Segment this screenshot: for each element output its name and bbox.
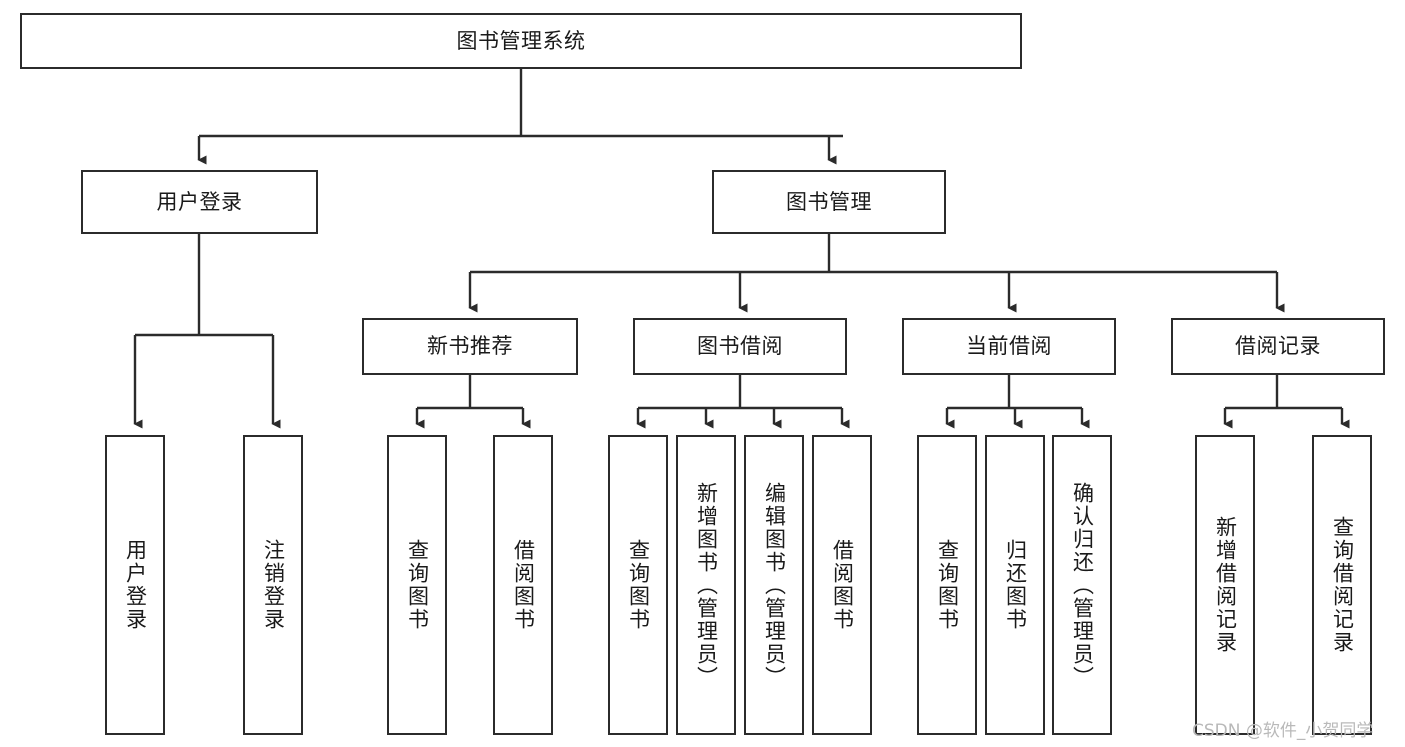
node-book-borrow-label: 图书借阅 <box>697 334 783 359</box>
node-borrow-record[interactable]: 借阅记录 <box>1171 318 1385 375</box>
node-leaf-add-book-label: 新增图书（管理员） <box>694 481 719 689</box>
node-leaf-borrow-book-1[interactable]: 借阅图书 <box>493 435 553 735</box>
node-leaf-logout-login-label: 注销登录 <box>261 539 286 631</box>
node-leaf-query-book-2-label: 查询图书 <box>626 539 651 631</box>
node-leaf-add-book[interactable]: 新增图书（管理员） <box>676 435 736 735</box>
node-leaf-add-record-label: 新增借阅记录 <box>1213 516 1238 654</box>
node-leaf-query-record[interactable]: 查询借阅记录 <box>1312 435 1372 735</box>
node-leaf-user-login[interactable]: 用户登录 <box>105 435 165 735</box>
node-leaf-query-book-1[interactable]: 查询图书 <box>387 435 447 735</box>
node-leaf-user-login-label: 用户登录 <box>123 539 148 631</box>
node-new-book-recommend-label: 新书推荐 <box>427 334 513 359</box>
node-leaf-return-book[interactable]: 归还图书 <box>985 435 1045 735</box>
node-leaf-query-book-3-label: 查询图书 <box>935 539 960 631</box>
node-leaf-edit-book-label: 编辑图书（管理员） <box>762 481 787 689</box>
node-root[interactable]: 图书管理系统 <box>20 13 1022 69</box>
node-current-borrow-label: 当前借阅 <box>966 334 1052 359</box>
csdn-watermark: CSDN @软件_小贺同学 <box>1192 721 1374 741</box>
node-leaf-add-record[interactable]: 新增借阅记录 <box>1195 435 1255 735</box>
node-user-login-label: 用户登录 <box>156 189 243 214</box>
node-user-login[interactable]: 用户登录 <box>81 170 318 234</box>
node-leaf-borrow-book-2[interactable]: 借阅图书 <box>812 435 872 735</box>
node-leaf-query-record-label: 查询借阅记录 <box>1330 516 1355 654</box>
node-leaf-query-book-1-label: 查询图书 <box>405 539 430 631</box>
node-borrow-record-label: 借阅记录 <box>1235 334 1321 359</box>
node-leaf-query-book-2[interactable]: 查询图书 <box>608 435 668 735</box>
node-book-manage[interactable]: 图书管理 <box>712 170 946 234</box>
node-leaf-query-book-3[interactable]: 查询图书 <box>917 435 977 735</box>
node-leaf-logout-login[interactable]: 注销登录 <box>243 435 303 735</box>
node-leaf-confirm-return-label: 确认归还（管理员） <box>1070 481 1095 689</box>
node-leaf-borrow-book-2-label: 借阅图书 <box>830 539 855 631</box>
node-leaf-edit-book[interactable]: 编辑图书（管理员） <box>744 435 804 735</box>
node-root-label: 图书管理系统 <box>456 28 586 53</box>
node-book-manage-label: 图书管理 <box>786 189 872 214</box>
node-current-borrow[interactable]: 当前借阅 <box>902 318 1116 375</box>
node-new-book-recommend[interactable]: 新书推荐 <box>362 318 578 375</box>
node-leaf-return-book-label: 归还图书 <box>1003 539 1028 631</box>
node-leaf-confirm-return[interactable]: 确认归还（管理员） <box>1052 435 1112 735</box>
node-leaf-borrow-book-1-label: 借阅图书 <box>511 539 536 631</box>
node-book-borrow[interactable]: 图书借阅 <box>633 318 847 375</box>
